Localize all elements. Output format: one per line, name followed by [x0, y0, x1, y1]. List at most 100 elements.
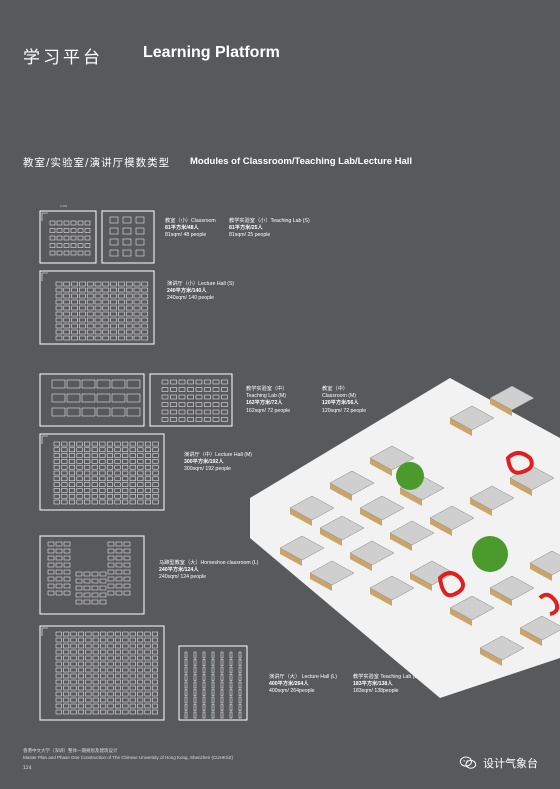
seat — [55, 548, 63, 554]
iso-room-wall — [510, 478, 532, 496]
seat — [77, 637, 84, 643]
seat — [126, 379, 141, 389]
seat — [107, 685, 114, 691]
seat — [70, 220, 77, 226]
seat — [76, 447, 83, 453]
seat — [187, 394, 194, 400]
label-lecture-hall-large: 演讲厅（大） Lecture Hall (L) 400平方米/264人 400s… — [269, 674, 338, 695]
seat — [92, 655, 99, 661]
seat — [94, 305, 102, 311]
seat — [144, 453, 151, 458]
seat — [100, 709, 107, 715]
seat — [144, 709, 151, 715]
seat — [79, 317, 86, 323]
seat — [137, 691, 144, 697]
seat — [193, 674, 197, 681]
seat — [144, 667, 151, 673]
seat — [114, 697, 121, 703]
seat — [144, 697, 151, 703]
seat — [84, 493, 91, 499]
seat — [76, 476, 83, 482]
plan-lecture-hall-small — [39, 270, 155, 345]
seat — [77, 228, 84, 233]
seat — [152, 476, 159, 482]
seat — [91, 447, 98, 453]
seat — [91, 488, 98, 493]
seat — [85, 637, 92, 643]
section-title-cn: 教室/实验室/演讲厅模数类型 — [23, 157, 171, 169]
seat — [195, 394, 203, 400]
seat — [86, 311, 94, 317]
seat — [126, 407, 141, 417]
seat — [129, 464, 136, 470]
seat — [229, 674, 233, 681]
seat — [63, 329, 71, 335]
seat — [63, 305, 71, 311]
seat — [178, 379, 186, 385]
seat — [84, 482, 91, 487]
seat — [85, 649, 92, 655]
seat — [110, 335, 117, 341]
seat — [61, 476, 68, 482]
seat — [79, 299, 86, 305]
iso-room-wall — [410, 573, 432, 591]
seat — [144, 488, 151, 493]
iso-room — [429, 505, 475, 531]
seat — [110, 323, 117, 329]
seat — [221, 394, 228, 400]
seat — [193, 696, 197, 704]
seat — [92, 649, 99, 655]
seat — [92, 667, 99, 673]
seat — [141, 335, 149, 341]
seat — [125, 335, 133, 341]
seat — [129, 447, 136, 453]
seat — [66, 379, 81, 389]
seat — [99, 482, 106, 487]
seat — [144, 649, 151, 655]
seat — [170, 417, 177, 422]
seat — [144, 470, 151, 476]
seat — [107, 548, 115, 554]
seat — [114, 679, 121, 685]
seat — [137, 637, 144, 643]
seat — [129, 493, 136, 499]
seat — [151, 673, 158, 679]
seat — [220, 666, 224, 674]
seat — [70, 709, 77, 715]
seat — [61, 493, 68, 499]
seat — [100, 649, 107, 655]
seat — [76, 441, 83, 447]
seat — [63, 655, 70, 661]
seat — [195, 417, 203, 422]
seat — [170, 394, 177, 400]
seat — [137, 685, 144, 691]
seat — [77, 250, 84, 256]
seat — [195, 402, 203, 407]
label-lab-medium: 教学实验室（中） Teaching Lab (M) 162平方米/72人 162… — [246, 386, 291, 414]
seat — [115, 569, 123, 575]
seat — [63, 703, 70, 709]
seat — [53, 447, 60, 453]
seat — [107, 667, 114, 673]
seat — [137, 667, 144, 673]
seat — [133, 305, 141, 311]
seat — [76, 459, 83, 464]
seat — [144, 459, 151, 464]
seat — [47, 555, 55, 561]
seat — [63, 667, 70, 673]
seat — [77, 661, 84, 667]
seat — [114, 661, 121, 667]
seat — [129, 673, 136, 679]
seat — [144, 703, 151, 709]
iso-room — [449, 595, 495, 621]
seat — [75, 585, 83, 591]
seat — [83, 592, 91, 598]
seat — [91, 499, 98, 505]
seat — [63, 228, 70, 233]
label-lecture-hall-small: 演讲厅（小）Lecture Hall (S) 240平方米/140人 240sq… — [167, 281, 235, 302]
seat — [99, 585, 107, 591]
seat — [92, 661, 99, 667]
seat — [212, 402, 220, 407]
seat — [86, 317, 94, 323]
seat — [71, 305, 78, 311]
